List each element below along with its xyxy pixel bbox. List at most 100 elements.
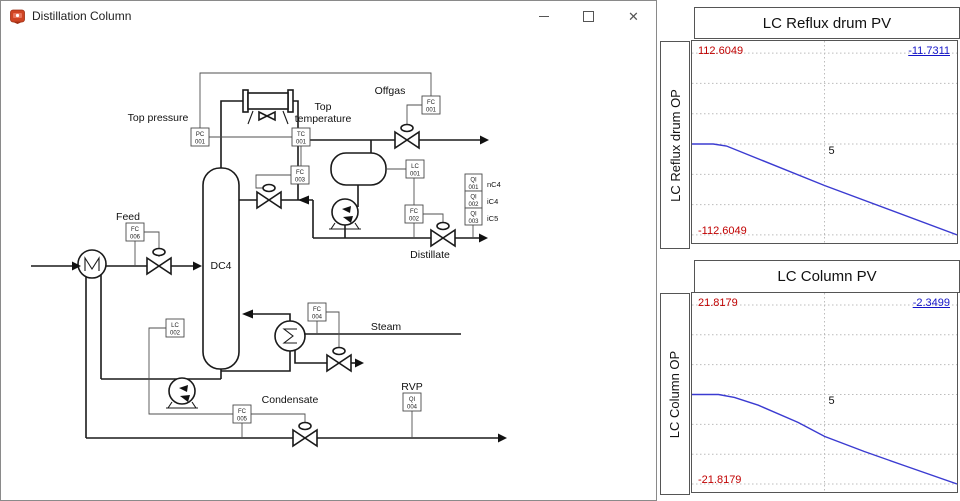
x-tick-label: 5: [828, 145, 835, 158]
feed-preheater[interactable]: [77, 249, 107, 279]
svg-text:001: 001: [195, 140, 206, 146]
steam-valve[interactable]: [326, 346, 352, 373]
steam-condensate-arrow: [355, 358, 364, 368]
column-vessel[interactable]: [202, 167, 240, 370]
label-distillate: Distillate: [410, 249, 450, 261]
svg-text:QI: QI: [470, 212, 477, 218]
svg-text:LC: LC: [411, 164, 419, 170]
reflux-valve[interactable]: [256, 183, 282, 210]
label-top-temperature-2: temperature: [295, 113, 352, 125]
label-top-pressure: Top pressure: [128, 112, 189, 124]
svg-text:QI: QI: [470, 178, 477, 184]
svg-text:FC: FC: [410, 209, 419, 215]
instrument-fc001[interactable]: FC 001: [421, 95, 441, 115]
distillate-valve[interactable]: [430, 221, 456, 248]
signal-lines: [134, 72, 474, 438]
reboiler[interactable]: [274, 320, 306, 352]
offgas-valve[interactable]: [394, 123, 420, 150]
svg-text:002: 002: [409, 217, 420, 223]
bottoms-flow-arrow: [498, 433, 507, 443]
distillation-column-window: Distillation Column ✕: [0, 0, 657, 501]
trend-chart-column: 21.8179 -2.3499 -21.8179 5: [691, 292, 958, 493]
instrument-fc006[interactable]: FC 006: [125, 222, 145, 242]
minimize-button[interactable]: [521, 1, 566, 31]
label-offgas: Offgas: [375, 85, 406, 97]
fan-icon: [258, 110, 276, 122]
svg-text:LC: LC: [171, 323, 179, 329]
axis-label-text: LC Reflux drum OP: [667, 88, 683, 202]
svg-text:FC: FC: [313, 307, 322, 313]
svg-text:FC: FC: [131, 227, 140, 233]
bottoms-pump[interactable]: [166, 377, 198, 409]
trend-chart-reflux-drum: 112.6049 -11.7311 -112.6049 5: [691, 40, 958, 244]
trend-title-text: LC Reflux drum PV: [762, 14, 892, 32]
instrument-fc004[interactable]: FC 004: [307, 302, 327, 322]
reflux-pump[interactable]: [329, 198, 361, 230]
svg-text:005: 005: [237, 417, 248, 423]
reflux-flow-arrow: [298, 195, 309, 205]
label-steam: Steam: [371, 321, 402, 333]
trend-title-reflux-drum: LC Reflux drum PV: [694, 7, 960, 39]
svg-text:FC: FC: [296, 170, 305, 176]
svg-text:003: 003: [295, 178, 306, 184]
y-min-label: -112.6049: [698, 224, 747, 237]
svg-text:004: 004: [312, 315, 323, 321]
maximize-button[interactable]: [566, 1, 611, 31]
distillate-flow-arrow: [479, 233, 488, 243]
feed-column-arrow: [193, 261, 202, 271]
instrument-fc002[interactable]: FC 002: [404, 204, 424, 224]
feed-valve[interactable]: [146, 247, 172, 276]
svg-text:003: 003: [468, 219, 479, 225]
svg-text:001: 001: [468, 185, 479, 191]
trend-plot: [692, 41, 958, 243]
current-value-link[interactable]: -11.7311: [908, 45, 950, 57]
x-tick-label: 5: [828, 395, 835, 408]
title-bar: Distillation Column ✕: [1, 1, 656, 31]
y-max-label: 112.6049: [698, 45, 744, 57]
svg-text:002: 002: [468, 202, 479, 208]
svg-text:FC: FC: [427, 100, 436, 106]
instrument-fc003[interactable]: FC 003: [290, 165, 310, 185]
instrument-lc002[interactable]: LC 002: [165, 318, 185, 338]
svg-text:006: 006: [130, 235, 141, 241]
axis-label-reflux-drum-op: LC Reflux drum OP: [660, 41, 690, 249]
y-min-label: -21.8179: [698, 474, 742, 487]
y-max-label: 21.8179: [698, 297, 738, 309]
exchanger-coil-icon: [84, 256, 100, 271]
svg-text:002: 002: [170, 331, 181, 337]
svg-text:QI: QI: [470, 195, 477, 201]
label-feed: Feed: [116, 211, 140, 223]
close-icon: ✕: [628, 8, 639, 24]
svg-text:001: 001: [426, 108, 437, 114]
label-condensate: Condensate: [262, 394, 319, 406]
trend-plot: [692, 293, 958, 492]
svg-text:004: 004: [407, 405, 418, 411]
feed-inlet-arrow: [72, 261, 81, 271]
reflux-drum[interactable]: [330, 152, 387, 186]
offgas-flow-arrow: [480, 135, 489, 145]
current-value-link[interactable]: -2.3499: [912, 297, 950, 309]
window-title: Distillation Column: [32, 9, 132, 23]
label-top-temperature-1: Top: [315, 101, 332, 113]
axis-label-text: LC Column OP: [667, 350, 683, 438]
svg-text:PC: PC: [196, 132, 205, 138]
condensate-valve[interactable]: [292, 421, 318, 448]
close-button[interactable]: ✕: [611, 1, 656, 31]
label-ic4: iC4: [487, 197, 498, 206]
condenser[interactable]: [242, 89, 294, 125]
svg-text:001: 001: [296, 140, 307, 146]
heating-coil-icon: [282, 328, 297, 344]
instrument-pc001[interactable]: PC 001: [190, 127, 210, 147]
reboiler-return-arrow: [242, 309, 253, 319]
app-icon: [10, 9, 25, 24]
label-column: DC4: [210, 260, 231, 272]
label-ic5: iC5: [487, 214, 498, 223]
